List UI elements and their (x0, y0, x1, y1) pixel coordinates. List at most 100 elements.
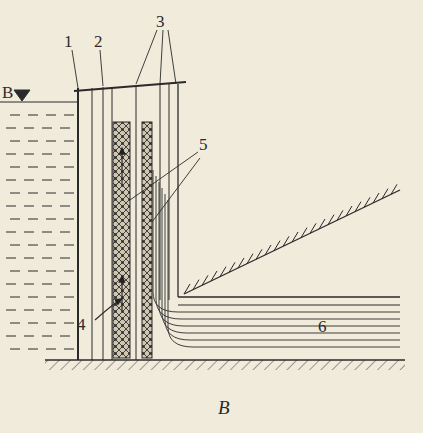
seepage-line (165, 194, 400, 340)
stroke (10, 297, 20, 298)
callout-number: 6 (318, 318, 327, 335)
stroke (64, 167, 74, 168)
stroke (64, 219, 74, 220)
stroke (229, 262, 235, 272)
stroke (346, 206, 352, 216)
seepage-line (153, 170, 400, 312)
stroke (6, 206, 16, 207)
stroke (60, 258, 70, 259)
stroke (301, 228, 307, 238)
stroke (60, 284, 70, 285)
stroke (46, 141, 56, 142)
stroke (10, 141, 20, 142)
stroke (319, 219, 325, 229)
stroke (28, 323, 38, 324)
stroke (60, 154, 70, 155)
seepage-line (162, 188, 400, 333)
stroke (6, 284, 16, 285)
stroke (355, 202, 361, 212)
stroke (64, 271, 74, 272)
stroke (42, 128, 52, 129)
stroke (10, 219, 20, 220)
level-letter: В (2, 84, 13, 101)
stroke (28, 167, 38, 168)
stroke (46, 245, 56, 246)
drawing (0, 30, 405, 370)
stroke (24, 154, 34, 155)
seepage-line (159, 182, 400, 326)
stroke (373, 193, 379, 203)
stroke (42, 336, 52, 337)
callout-number: 5 (199, 136, 208, 153)
stroke (46, 297, 56, 298)
stroke (238, 258, 244, 268)
stroke (28, 271, 38, 272)
stroke (28, 219, 38, 220)
callout-number: 2 (94, 33, 103, 50)
stroke (28, 349, 38, 350)
stroke (64, 349, 74, 350)
stroke (328, 215, 334, 225)
stroke (46, 115, 56, 116)
stroke (211, 271, 217, 281)
stroke (24, 180, 34, 181)
stroke (60, 310, 70, 311)
stroke (24, 128, 34, 129)
stroke (46, 219, 56, 220)
stroke (24, 206, 34, 207)
stroke (6, 258, 16, 259)
stroke (28, 245, 38, 246)
stroke (274, 241, 280, 251)
stroke (6, 128, 16, 129)
stroke (382, 189, 388, 199)
stroke (24, 232, 34, 233)
stroke (6, 336, 16, 337)
callout-number: 3 (156, 13, 165, 30)
stroke (391, 184, 397, 194)
stroke (10, 271, 20, 272)
stroke (6, 232, 16, 233)
stroke (6, 180, 16, 181)
stroke (28, 115, 38, 116)
stroke (10, 349, 20, 350)
stroke (193, 280, 199, 290)
seepage-line (168, 200, 400, 347)
stroke (46, 193, 56, 194)
stroke (24, 336, 34, 337)
stroke (265, 245, 271, 255)
stroke (60, 180, 70, 181)
stroke (10, 323, 20, 324)
stroke (10, 193, 20, 194)
stroke (46, 271, 56, 272)
stroke (364, 197, 370, 207)
stroke (42, 180, 52, 181)
stroke (64, 193, 74, 194)
stroke (60, 128, 70, 129)
stroke (283, 236, 289, 246)
stroke (184, 284, 190, 294)
stroke (10, 245, 20, 246)
stroke (10, 115, 20, 116)
stroke (42, 232, 52, 233)
stroke (64, 115, 74, 116)
stroke (60, 232, 70, 233)
stroke (24, 258, 34, 259)
stroke (6, 310, 16, 311)
stroke (46, 167, 56, 168)
stroke (64, 323, 74, 324)
stroke (28, 193, 38, 194)
stroke (60, 336, 70, 337)
stroke (42, 310, 52, 311)
caption-letter: В (218, 398, 230, 417)
stroke (220, 267, 226, 277)
stroke (42, 258, 52, 259)
stroke (42, 154, 52, 155)
stroke (64, 297, 74, 298)
stroke (28, 141, 38, 142)
stroke (64, 245, 74, 246)
stroke (202, 275, 208, 285)
seepage-line (156, 176, 400, 319)
stroke (64, 141, 74, 142)
stroke (60, 206, 70, 207)
